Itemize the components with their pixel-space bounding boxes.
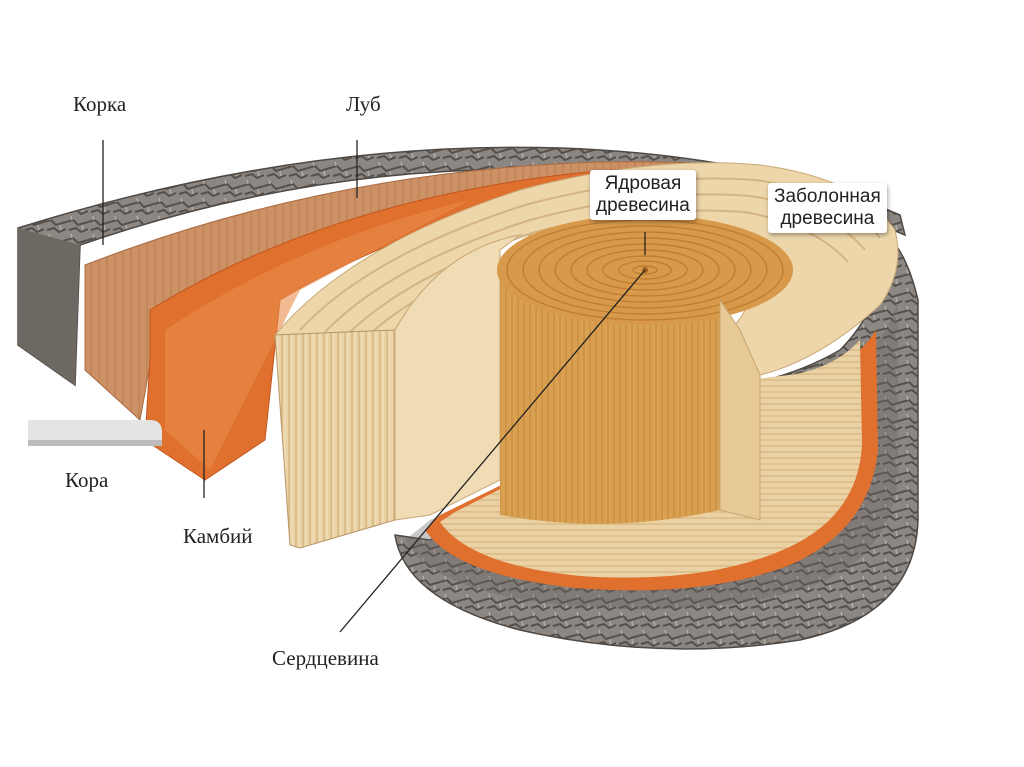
sapwood-front-face	[275, 330, 395, 548]
label-lub: Луб	[346, 92, 381, 116]
label-yadrovaya-line1: Ядровая	[596, 173, 690, 195]
label-serdcevina: Сердцевина	[272, 646, 379, 670]
label-zabolonnaya: Заболонная древесина	[768, 183, 887, 233]
label-kora: Кора	[65, 468, 108, 492]
label-kambiy: Камбий	[183, 524, 253, 548]
label-korka: Корка	[73, 92, 126, 116]
label-yadrovaya: Ядровая древесина	[590, 170, 696, 220]
label-yadrovaya-line2: древесина	[596, 195, 690, 217]
label-zabolonnaya-line2: древесина	[774, 208, 881, 230]
bark-strip-side	[18, 228, 80, 385]
kora-callout-box	[28, 420, 162, 440]
label-zabolonnaya-line1: Заболонная	[774, 186, 881, 208]
